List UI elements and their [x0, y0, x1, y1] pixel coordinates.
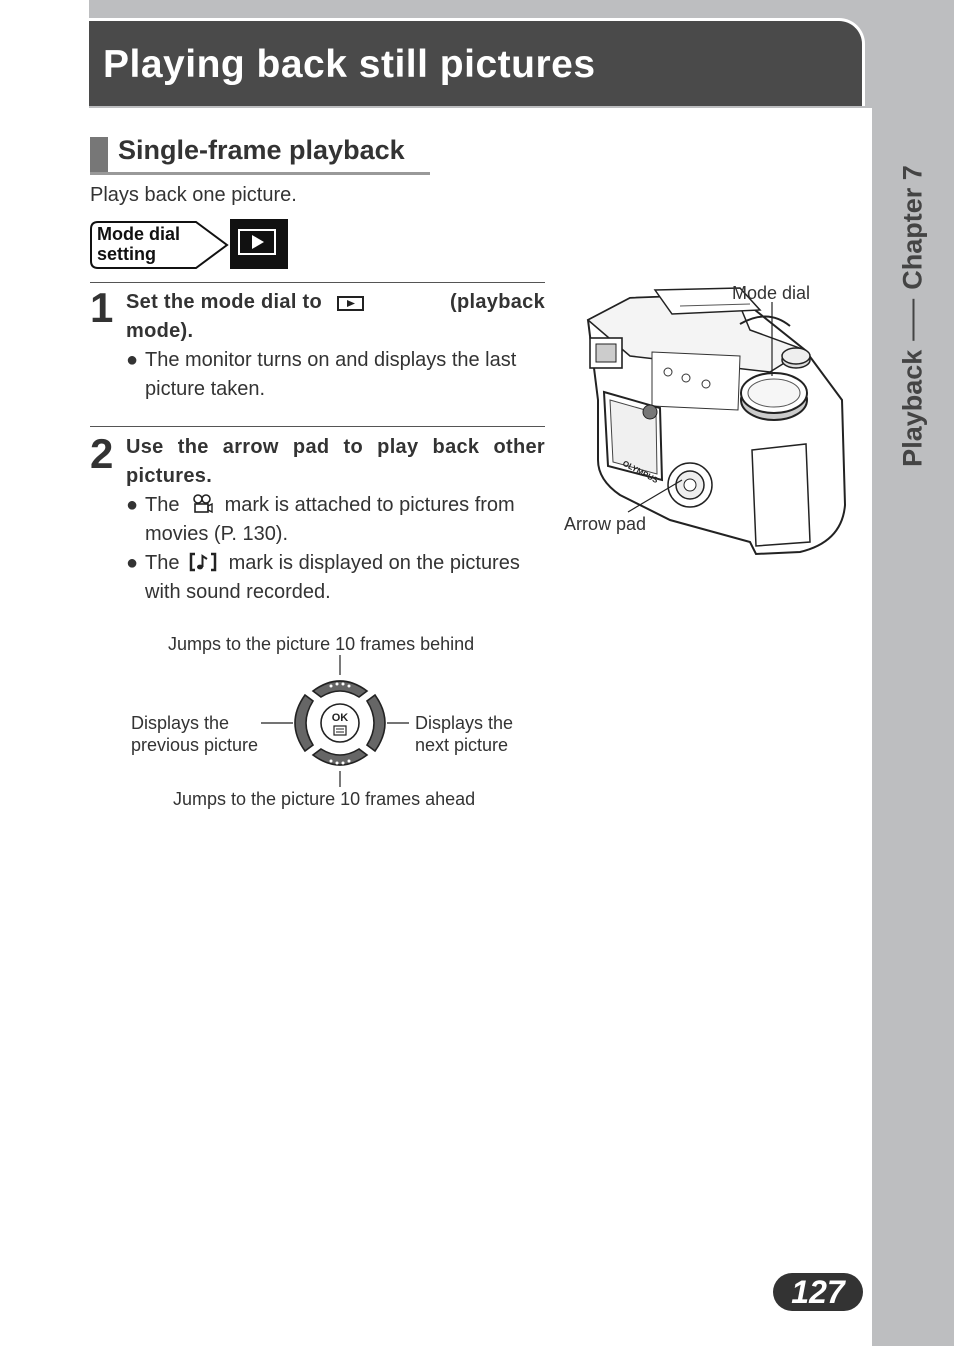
title-bar: Playing back still pictures: [89, 18, 865, 106]
arrow-left-label-line2: previous picture: [131, 735, 259, 755]
movie-camera-icon: [193, 493, 213, 513]
camera-label-mode-dial: Mode dial: [732, 283, 811, 303]
step-1-title-part2: (playback: [450, 291, 545, 313]
bullet-dot: ●: [126, 494, 139, 516]
arrow-right-label-line1: Displays the: [415, 713, 514, 733]
playback-icon: [336, 295, 364, 311]
bullet-dot: ●: [126, 552, 139, 574]
arrow-down-key: [311, 748, 369, 766]
page-number: 127: [773, 1273, 863, 1311]
step-2-bullet-1-pre: The: [145, 494, 180, 516]
step-2-bullet-2: ● The mark is displayed on the pictures …: [126, 549, 545, 607]
page-title: Playing back still pictures: [103, 43, 596, 86]
step-2-bullet-1-post: mark is attached to pictures from movies…: [145, 494, 515, 545]
mode-dial-setting-tag: Mode dial setting: [90, 221, 229, 269]
chapter-number-label: Chapter 7: [897, 165, 928, 290]
section-rule: [90, 172, 430, 175]
arrow-down-label: Jumps to the picture 10 frames ahead: [173, 789, 476, 809]
arrow-left-label-line1: Displays the: [131, 713, 230, 733]
chapter-tab: Playback Chapter 7: [898, 165, 929, 467]
step-2-number: 2: [90, 430, 114, 477]
step-2-bullet-2-post: mark is displayed on the pictures with s…: [145, 552, 520, 603]
arrow-pad-diagram: OK: [261, 655, 409, 787]
arrow-right-key: [365, 693, 386, 753]
step-1-title-part1: Set the mode dial to: [126, 291, 323, 313]
playback-mode-icon: [230, 219, 288, 269]
step-1-bullet: ● The monitor turns on and displays the …: [126, 346, 545, 404]
step-1-number: 1: [90, 284, 114, 331]
camera-illustration: OLYMPUS: [586, 287, 847, 556]
chapter-dash: [912, 298, 914, 341]
section-intro: Plays back one picture.: [90, 184, 297, 206]
step-1-bullet-text: The monitor turns on and displays the la…: [145, 349, 517, 400]
camera-label-arrow-pad: Arrow pad: [564, 514, 647, 534]
ok-button: [320, 703, 360, 743]
sound-record-icon: [189, 552, 217, 571]
step-1-title-part3: mode).: [126, 320, 194, 342]
mode-dial-label-line1: Mode dial: [97, 224, 180, 244]
chapter-section-label: Playback: [897, 349, 928, 467]
arrow-left-key: [294, 693, 315, 753]
section-marker: [90, 137, 108, 174]
section-heading: Single-frame playback: [90, 135, 430, 175]
arrow-up-key: [311, 680, 369, 698]
step-2-bullet-1: ● The mark is attached to pictures from …: [126, 491, 545, 549]
mode-dial-label-line2: setting: [97, 244, 156, 264]
step-2-bullet-2-pre: The: [145, 552, 180, 574]
arrow-right-label-line2: next picture: [415, 735, 509, 755]
divider: [90, 282, 545, 283]
ok-button-label: OK: [332, 712, 349, 724]
bullet-dot: ●: [126, 349, 139, 371]
step-1-title: Set the mode dial to (playback mode).: [126, 288, 545, 346]
section-title: Single-frame playback: [118, 135, 405, 165]
menu-icon: [333, 725, 347, 736]
arrow-up-label: Jumps to the picture 10 frames behind: [168, 634, 475, 654]
step-2-title: Use the arrow pad to play back other pic…: [126, 436, 545, 487]
divider: [90, 426, 545, 427]
